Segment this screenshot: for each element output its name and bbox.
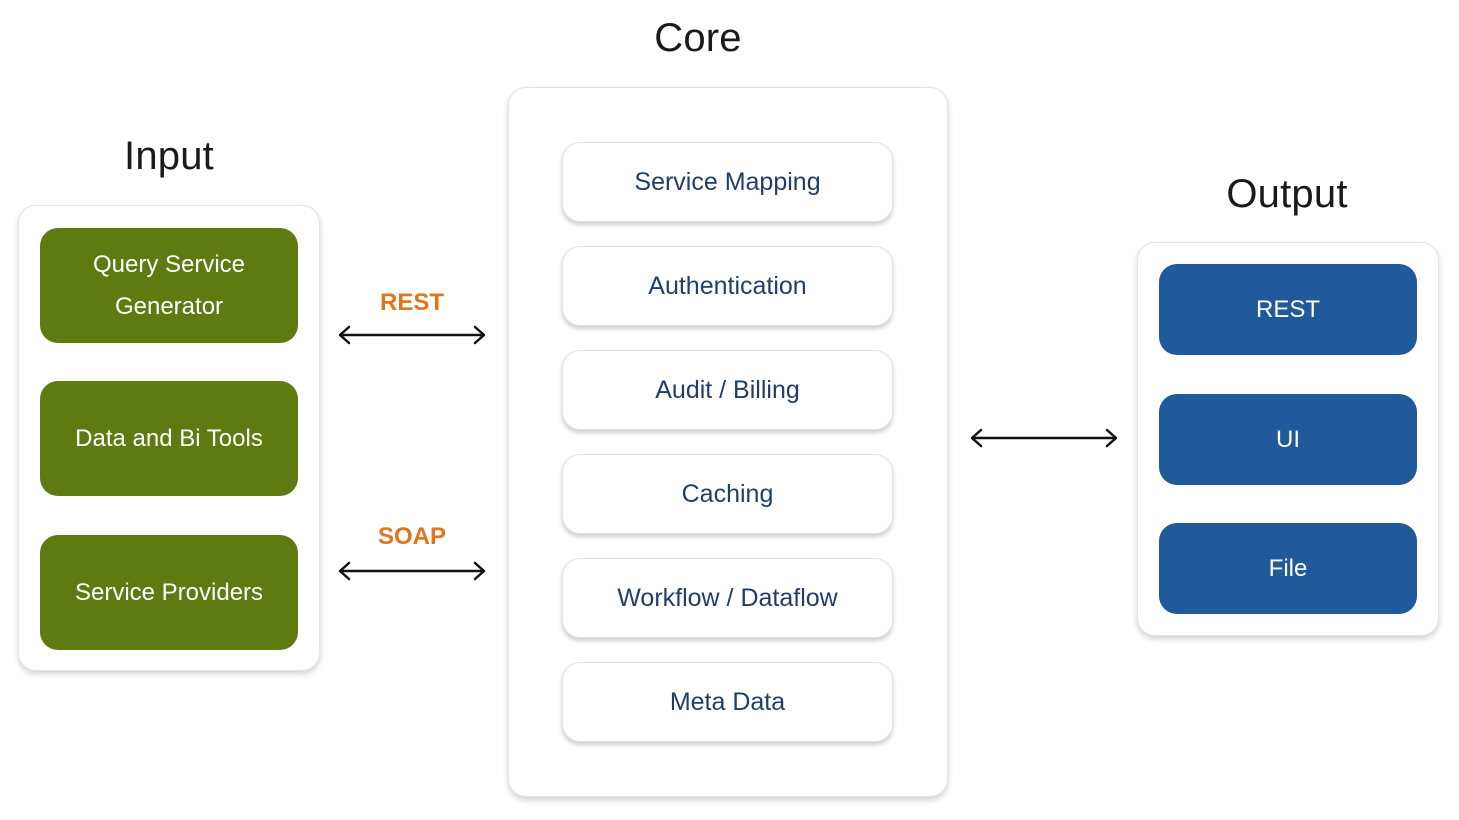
input-item-data-and-bi-tools[interactable]: Data and Bi Tools [40,381,298,496]
core-item-audit-billing[interactable]: Audit / Billing [562,350,893,430]
output-item-rest[interactable]: REST [1159,264,1417,355]
output-item-file[interactable]: File [1159,523,1417,614]
core-item-service-mapping[interactable]: Service Mapping [562,142,893,222]
core-output-bidirectional-arrow-icon [970,428,1118,448]
input-item-query-service-generator[interactable]: Query Service Generator [40,228,298,343]
core-item-workflow-dataflow[interactable]: Workflow / Dataflow [562,558,893,638]
core-title: Core [654,16,742,60]
rest-connector-label: REST [379,289,444,316]
input-title: Input [124,134,214,178]
core-item-authentication[interactable]: Authentication [562,246,893,326]
rest-bidirectional-arrow-icon [338,325,486,345]
core-item-caching[interactable]: Caching [562,454,893,534]
soap-connector-label: SOAP [377,523,446,550]
core-item-meta-data[interactable]: Meta Data [562,662,893,742]
output-item-ui[interactable]: UI [1159,394,1417,485]
soap-bidirectional-arrow-icon [338,561,486,581]
input-item-service-providers[interactable]: Service Providers [40,535,298,650]
output-title: Output [1226,172,1348,216]
